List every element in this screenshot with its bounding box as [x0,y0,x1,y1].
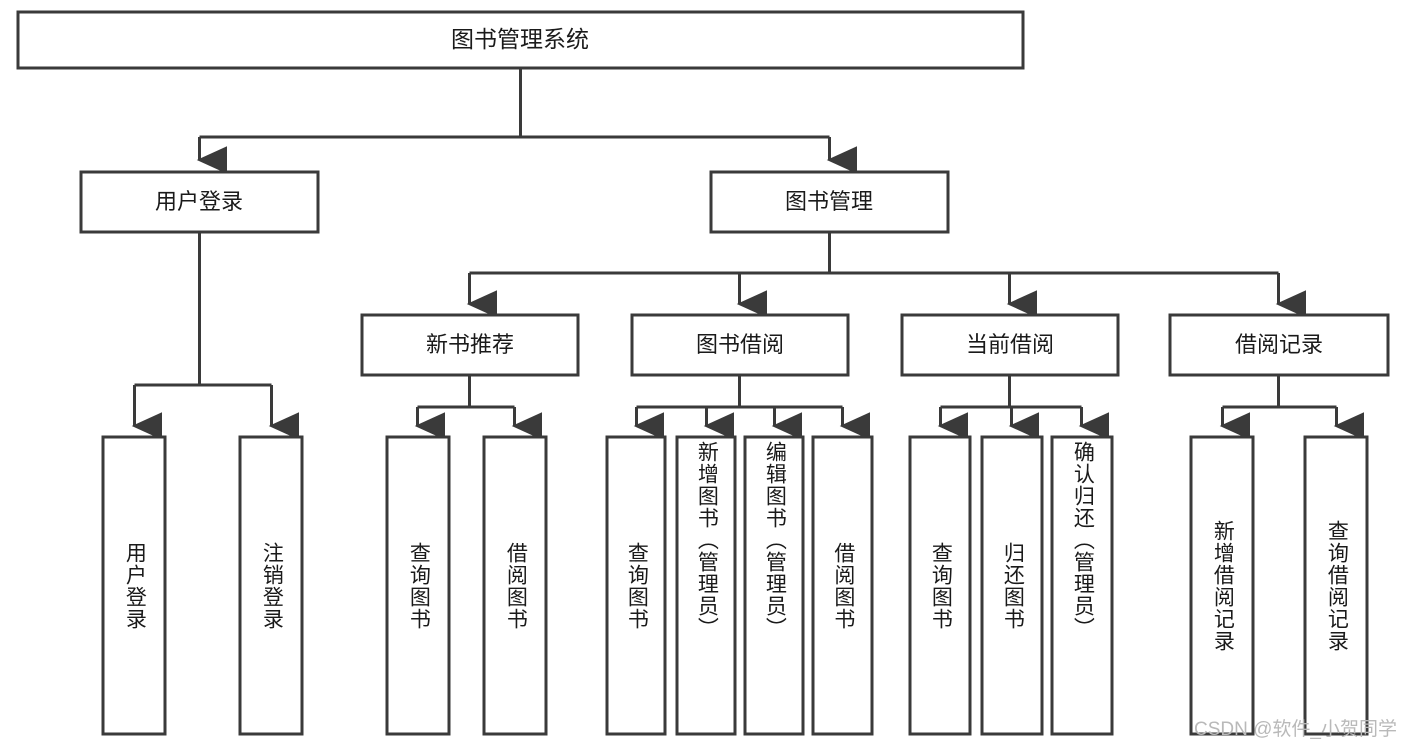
node-leaf-user-login-box[interactable] [101,435,167,736]
node-root-box[interactable] [16,10,1025,70]
node-book-manage-label: 图书管理 [785,189,873,214]
node-user-login-label: 用户登录 [155,189,243,214]
node-leaf-confirm-return-box[interactable] [1050,435,1114,736]
node-book-manage[interactable]: 图书管理 [709,170,950,234]
node-new-book-rec[interactable]: 新书推荐 [360,313,580,377]
node-leaf-query-book-3-box[interactable] [908,435,972,736]
connector-group-book-manage [466,232,1306,318]
node-borrow-record-label: 借阅记录 [1235,332,1323,357]
node-leaf-return-book-box[interactable] [980,435,1044,736]
node-leaf-borrow-book-1-box[interactable] [482,435,548,736]
node-leaf-query-book-2-box[interactable] [605,435,667,736]
connector-group-book-borrow [633,375,870,440]
node-new-book-rec-label: 新书推荐 [426,332,514,357]
node-book-borrow-label: 图书借阅 [696,332,784,357]
connector-group-borrow-record [1219,375,1364,440]
node-leaf-user-logout-box[interactable] [238,435,304,736]
connector-group-user-login [131,232,299,440]
node-new-book-rec-box[interactable] [360,313,580,377]
node-user-login-box[interactable] [79,170,320,234]
csdn-watermark: CSDN @软件_小贺同学 [1194,719,1397,740]
node-current-borrow-label: 当前借阅 [966,332,1054,357]
node-leaf-query-record-box[interactable] [1303,435,1369,736]
node-borrow-record-box[interactable] [1168,313,1390,377]
connector-group-new-book-rec [414,375,542,440]
node-book-borrow[interactable]: 图书借阅 [630,313,850,377]
connector-group-current-borrow [937,375,1109,440]
node-leaf-borrow-book-2-box[interactable] [811,435,874,736]
node-user-login[interactable]: 用户登录 [79,170,320,234]
node-leaf-add-record-box[interactable] [1189,435,1255,736]
node-leaf-edit-book-box[interactable] [743,435,805,736]
node-leaf-query-book-1-box[interactable] [385,435,451,736]
node-leaf-add-book-box[interactable] [675,435,737,736]
node-borrow-record[interactable]: 借阅记录 [1168,313,1390,377]
node-current-borrow-box[interactable] [900,313,1120,377]
node-root-label: 图书管理系统 [451,26,589,52]
connector-group-root [196,68,857,174]
node-current-borrow[interactable]: 当前借阅 [900,313,1120,377]
node-book-manage-box[interactable] [709,170,950,234]
node-book-borrow-box[interactable] [630,313,850,377]
leaf-boxes [101,435,1369,736]
node-root[interactable]: 图书管理系统 [16,10,1025,70]
